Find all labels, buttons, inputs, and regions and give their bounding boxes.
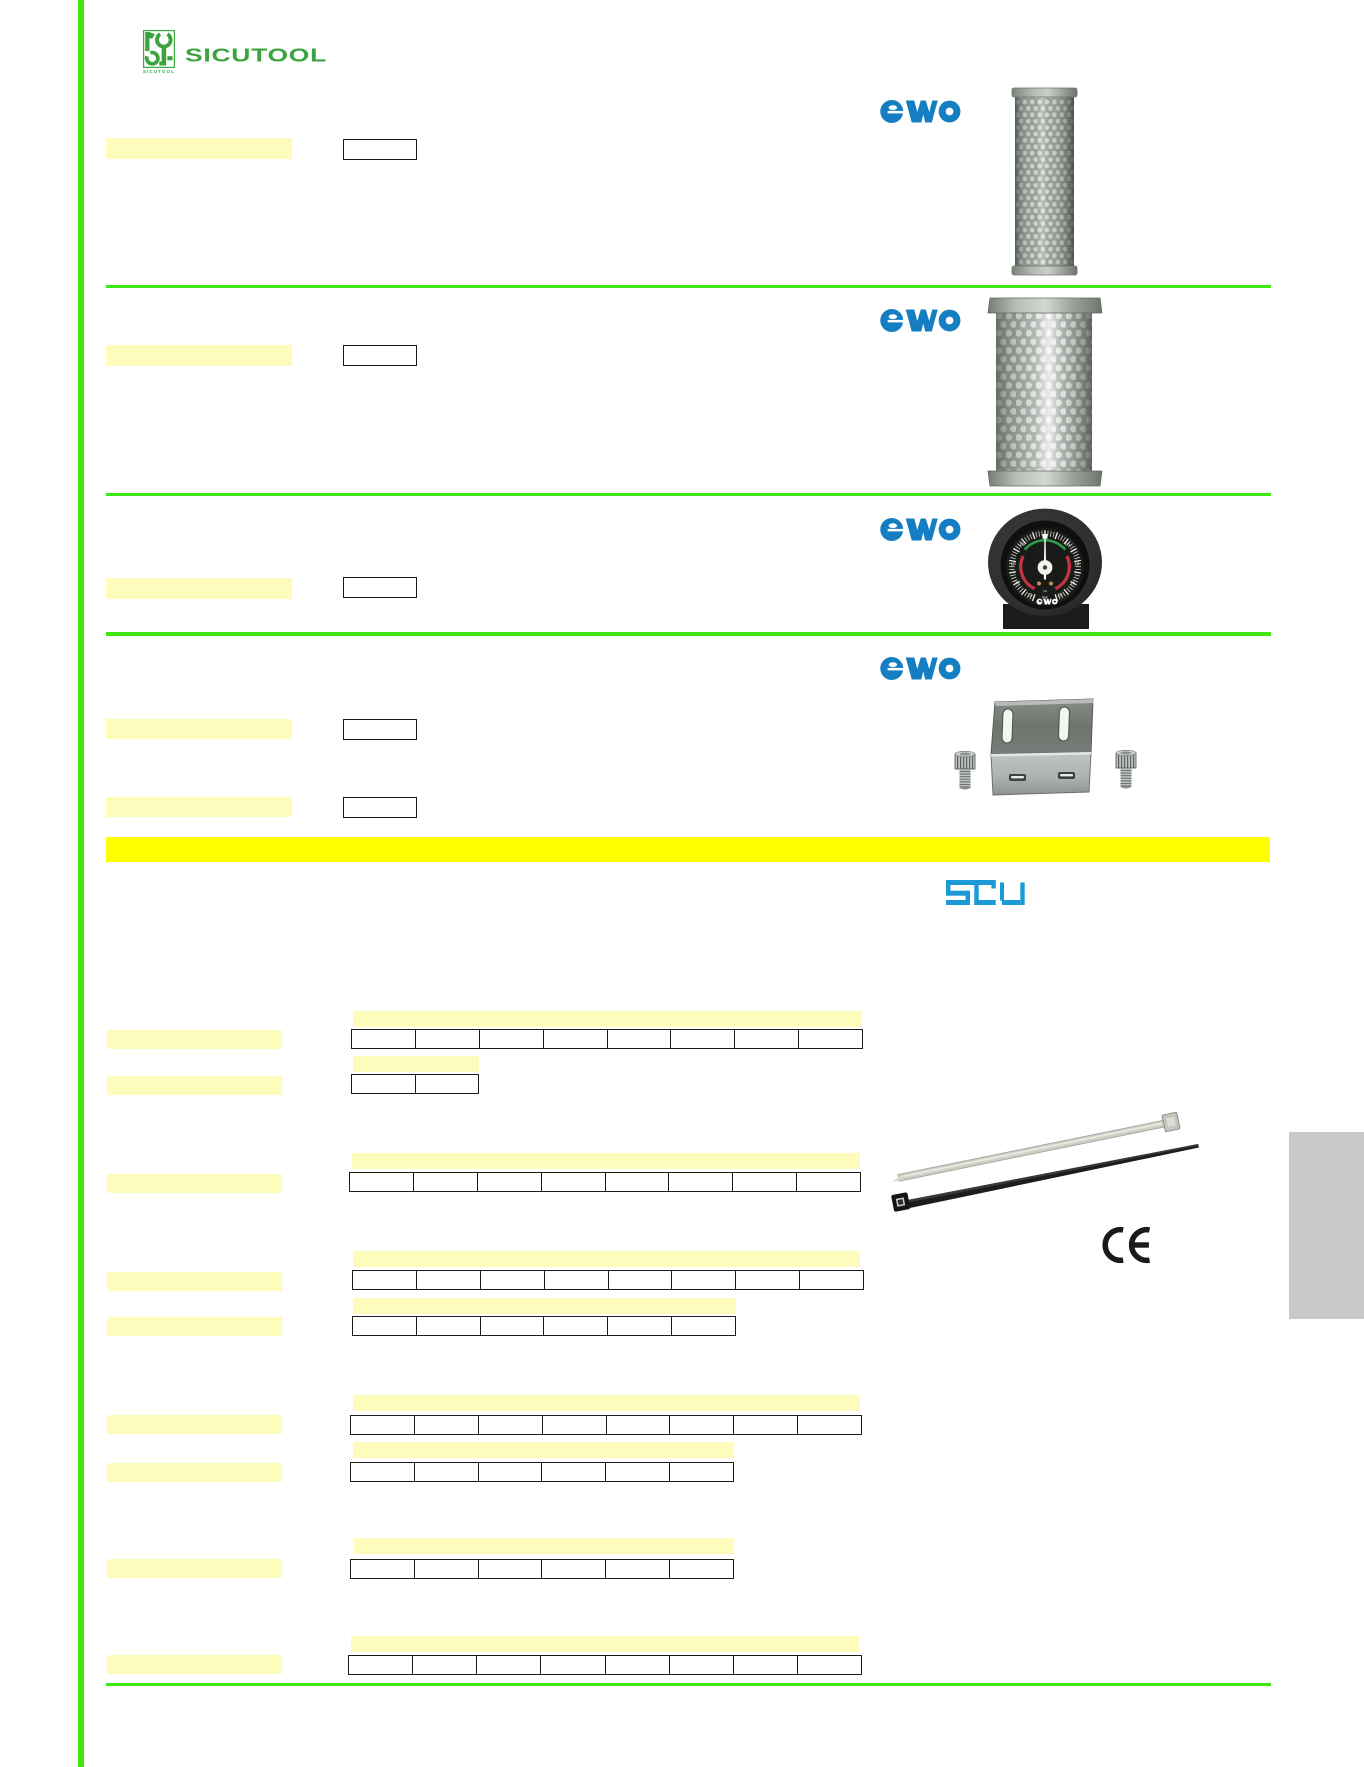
svg-text:10: 10 — [1074, 561, 1079, 566]
svg-text:15: 15 — [1070, 580, 1075, 585]
svg-text:15: 15 — [1015, 580, 1020, 585]
svg-text:10: 10 — [1011, 561, 1016, 566]
svg-text:SICUTOOL: SICUTOOL — [185, 45, 327, 66]
svg-text:SICUTOOL: SICUTOOL — [143, 69, 174, 74]
svg-text:05: 05 — [1020, 542, 1025, 547]
svg-text:20: 20 — [1028, 592, 1033, 597]
svg-text:bar: bar — [1042, 594, 1048, 599]
svg-text:05: 05 — [1065, 542, 1070, 547]
svg-text:20: 20 — [1058, 593, 1063, 598]
svg-text:psi: psi — [1043, 589, 1047, 593]
